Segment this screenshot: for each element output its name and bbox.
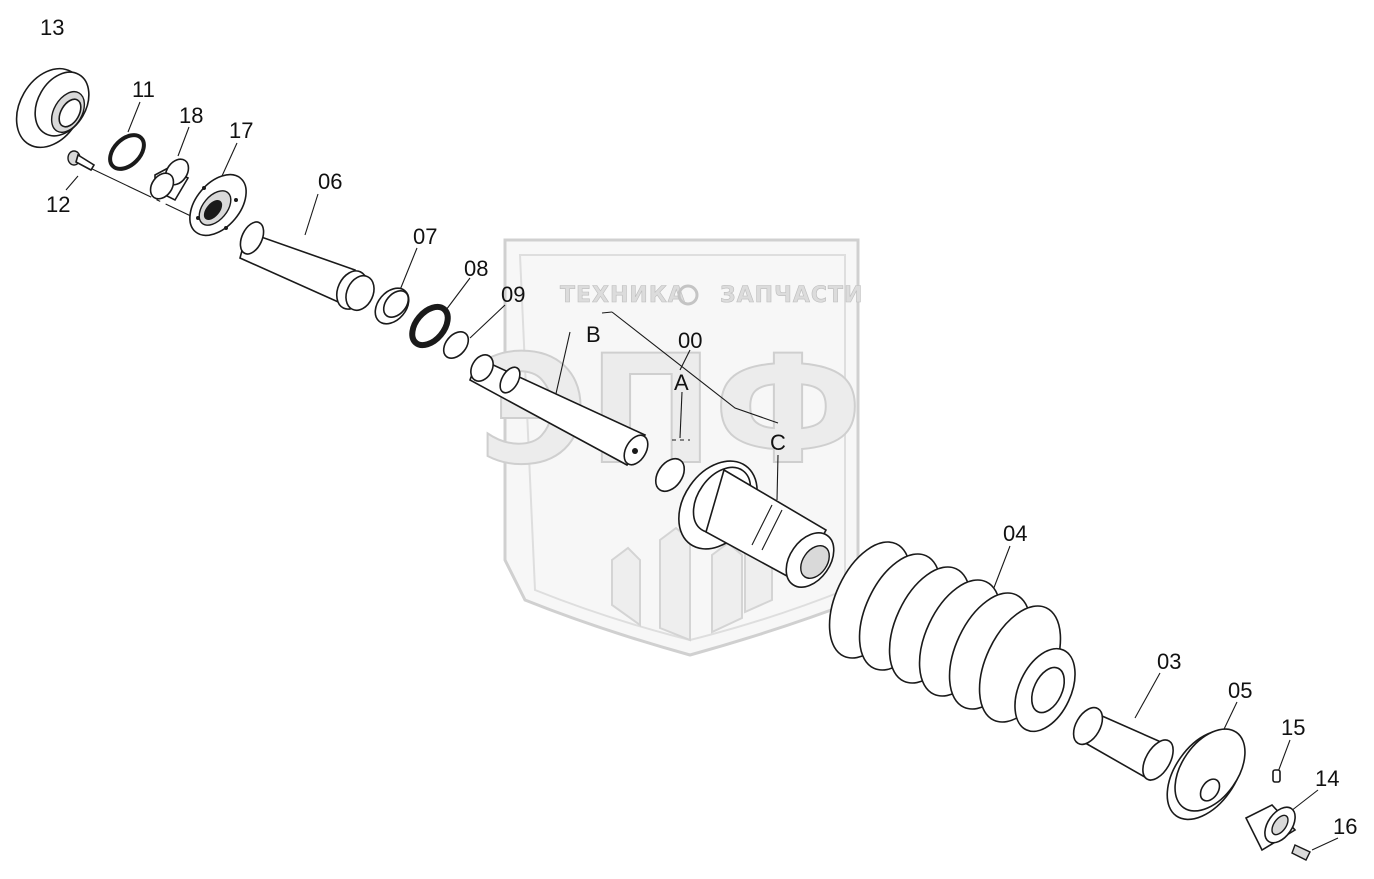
- part-14-nut: [1244, 804, 1297, 852]
- callout-12: 12: [46, 192, 70, 217]
- callout-07: 07: [413, 224, 437, 249]
- callout-06: 06: [318, 169, 342, 194]
- callout-13: 13: [40, 15, 64, 40]
- callout-14: 14: [1315, 766, 1339, 791]
- callout-08: 08: [464, 256, 488, 281]
- part-16-valve: [1291, 844, 1311, 861]
- callout-18: 18: [179, 103, 203, 128]
- watermark-brand-right: ЗАПЧАСТИ: [720, 283, 863, 308]
- callout-00: 00: [678, 328, 702, 353]
- callout-16: 16: [1333, 814, 1357, 839]
- part-12-bolt: [67, 150, 96, 172]
- part-09-snap-ring: [442, 331, 470, 359]
- part-18-bushing: [149, 158, 190, 202]
- callout-b: B: [586, 322, 601, 347]
- watermark-brand-left: ТЕХНИКА: [560, 283, 686, 308]
- callout-05: 05: [1228, 678, 1252, 703]
- callout-03: 03: [1157, 649, 1181, 674]
- part-a-o-ring: [654, 457, 686, 493]
- watermark: ТЕХНИКА ЗАПЧАСТИ ЭПФ: [477, 238, 863, 657]
- callout-11: 11: [132, 77, 155, 102]
- part-07-collar: [374, 287, 410, 325]
- part-00-rod: [469, 354, 649, 467]
- part-11-o-ring: [108, 133, 146, 171]
- callout-04: 04: [1003, 521, 1027, 546]
- callout-15: 15: [1281, 715, 1305, 740]
- part-03-tube: [1072, 706, 1174, 782]
- part-c-cylinder: [678, 460, 835, 588]
- part-06-pin: [239, 221, 375, 312]
- part-05-washer: [1166, 728, 1246, 821]
- part-04-spring: [828, 541, 1076, 733]
- factory-icon: [611, 526, 773, 642]
- callout-a: A: [674, 370, 689, 395]
- part-13-end-cap: [15, 67, 90, 149]
- part-08-seal: [409, 303, 451, 349]
- callout-09: 09: [501, 282, 525, 307]
- part-17-flange: [189, 173, 247, 237]
- callout-labels: 13 11 18 17 12 06 07 08 09 B 00 A C 04 0…: [40, 15, 1357, 839]
- callout-17: 17: [229, 118, 253, 143]
- callout-c: C: [770, 430, 786, 455]
- gear-icon: [677, 284, 699, 306]
- part-15-fitting: [1272, 769, 1281, 783]
